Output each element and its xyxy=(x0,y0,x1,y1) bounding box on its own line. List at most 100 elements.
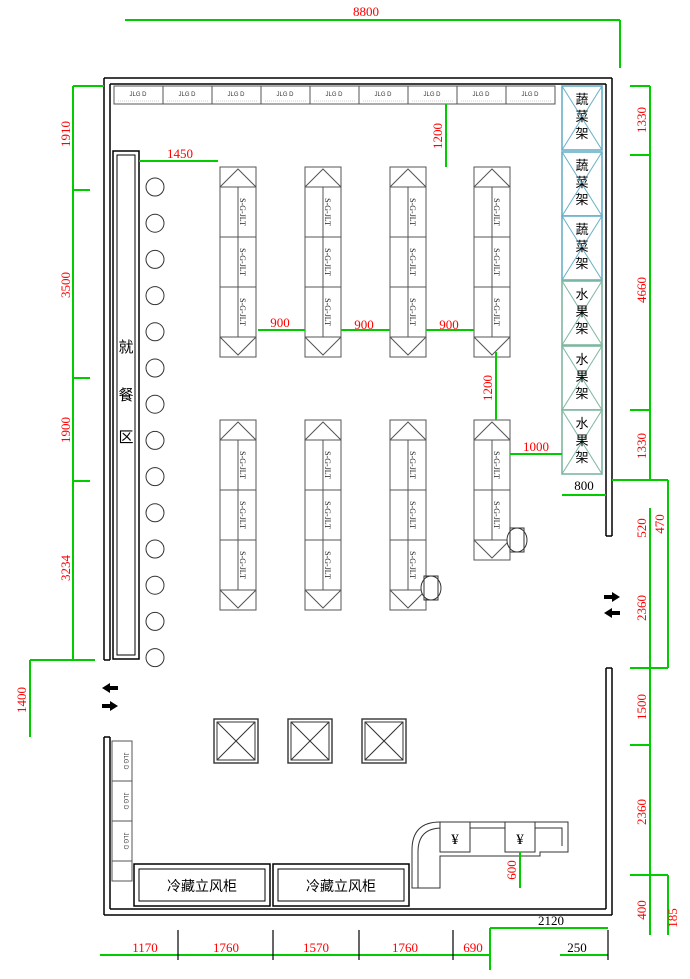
gondola-label: S-G-JLT xyxy=(492,248,501,276)
gondola-label: S-G-JLT xyxy=(408,248,417,276)
entrance-arrows-left xyxy=(102,683,118,711)
gondola-unit: S-G-JLT S-G-JLT S-G-JLT xyxy=(473,166,511,358)
gondola-label: S-G-JLT xyxy=(238,501,247,529)
top-shelf-label: JLG D xyxy=(178,92,196,98)
dim-right-10: 185 xyxy=(665,908,680,928)
stool xyxy=(145,575,165,595)
left-shelf-label: JLG D xyxy=(122,832,128,850)
dimension-labels: 8800 1910 3500 1900 3234 1400 1330 4660 … xyxy=(14,4,680,955)
fruit-rack: 水果架 xyxy=(561,345,603,411)
rack-label-char: 水 xyxy=(575,352,588,367)
vegetable-rack: 蔬菜架 xyxy=(561,85,603,151)
dim-right-7: 1500 xyxy=(634,694,649,720)
top-shelf-unit: JLG D xyxy=(260,85,311,105)
gondola-label: S-G-JLT xyxy=(408,501,417,529)
dining-stools xyxy=(145,177,165,668)
left-shelf-label: JLG D xyxy=(122,792,128,810)
fruit-rack: 水果架 xyxy=(561,409,603,475)
rack-label-char: 架 xyxy=(575,256,588,271)
dimension-lines xyxy=(29,19,669,970)
dim-inner-1200-mid: 1200 xyxy=(480,375,495,401)
cashier-counter: ¥ ¥ xyxy=(411,821,569,889)
gondola-label: S-G-JLT xyxy=(323,551,332,579)
dim-bottom-7: 250 xyxy=(567,940,587,955)
dim-inner-1000: 1000 xyxy=(523,439,549,454)
stool xyxy=(145,539,165,559)
top-shelf-label: JLG D xyxy=(423,92,441,98)
gondola-label: S-G-JLT xyxy=(323,501,332,529)
dim-inner-900-1: 900 xyxy=(270,315,290,330)
dining-area-label-3: 区 xyxy=(118,430,133,446)
gondola-label: S-G-JLT xyxy=(492,198,501,226)
dim-top: 8800 xyxy=(353,4,379,19)
dim-right-4: 520 xyxy=(634,518,649,538)
top-shelf-label: JLG D xyxy=(325,92,343,98)
rack-label-char: 水 xyxy=(575,416,588,431)
rack-label-char: 蔬 xyxy=(575,222,588,237)
dim-left-1: 1910 xyxy=(58,121,73,147)
gondola-label: S-G-JLT xyxy=(238,248,247,276)
stool xyxy=(145,394,165,414)
top-shelf-label: JLG D xyxy=(521,92,539,98)
dim-bottom-1: 1170 xyxy=(132,940,158,955)
top-shelf-unit: JLG D xyxy=(358,85,409,105)
rack-label-char: 架 xyxy=(575,386,588,401)
rack-label-char: 菜 xyxy=(575,239,588,254)
dim-bottom-3: 1570 xyxy=(303,940,329,955)
left-shelf-label: JLG D xyxy=(122,752,128,770)
gondola-label: S-G-JLT xyxy=(323,451,332,479)
rack-label-char: 果 xyxy=(575,304,588,319)
dining-counter: 就 餐 区 xyxy=(112,150,140,660)
top-shelf-unit: JLG D xyxy=(162,85,213,105)
gondola-unit: S-G-JLT S-G-JLT S-G-JLT xyxy=(219,419,257,611)
dining-area-label-1: 就 xyxy=(118,339,133,356)
dim-left-3: 1900 xyxy=(58,417,73,443)
dining-area-label-2: 餐 xyxy=(118,387,133,404)
top-shelf-label: JLG D xyxy=(129,92,147,98)
top-shelf-unit: JLG D xyxy=(505,85,556,105)
rack-label-char: 架 xyxy=(575,450,588,465)
outer-walls xyxy=(103,77,613,916)
top-shelf-label: JLG D xyxy=(472,92,490,98)
rack-label-char: 架 xyxy=(575,126,588,141)
vegetable-rack: 蔬菜架 xyxy=(561,215,603,281)
top-shelf-unit: JLG D xyxy=(211,85,262,105)
top-shelf-unit: JLG D xyxy=(309,85,360,105)
vegetable-rack: 蔬菜架 xyxy=(561,151,603,217)
stool xyxy=(145,358,165,378)
dim-inner-1200-top: 1200 xyxy=(430,123,445,149)
stool xyxy=(145,286,165,306)
gondola-label: S-G-JLT xyxy=(238,551,247,579)
gondola-label: S-G-JLT xyxy=(238,451,247,479)
stool xyxy=(145,249,165,269)
gondola-label: S-G-JLT xyxy=(323,298,332,326)
rack-label-char: 水 xyxy=(575,287,588,302)
dim-right-1: 1330 xyxy=(634,107,649,133)
fridge-label-1: 冷藏立风柜 xyxy=(167,879,237,895)
left-wall-shelves: JLG D JLG D JLG D xyxy=(111,740,133,882)
gondola-label: S-G-JLT xyxy=(408,451,417,479)
dim-right-6: 2360 xyxy=(634,595,649,621)
gondola-label: S-G-JLT xyxy=(492,298,501,326)
stool xyxy=(145,467,165,487)
rack-label-char: 果 xyxy=(575,433,588,448)
left-shelf-unit: JLG D xyxy=(111,740,133,782)
stool xyxy=(145,503,165,523)
top-shelf-unit: JLG D xyxy=(407,85,458,105)
rack-label-char: 菜 xyxy=(575,175,588,190)
cashier-mark-1: ¥ xyxy=(451,832,459,848)
fruit-rack: 水果架 xyxy=(561,280,603,346)
dim-inner-600: 600 xyxy=(504,860,519,880)
dim-left-5: 1400 xyxy=(14,687,29,713)
rack-label-char: 菜 xyxy=(575,109,588,124)
stool xyxy=(145,430,165,450)
fridge-cabinet-2: 冷藏立风柜 xyxy=(272,863,410,907)
gondola-label: S-G-JLT xyxy=(238,198,247,226)
rack-label-char: 架 xyxy=(575,192,588,207)
gondola-label: S-G-JLT xyxy=(492,501,501,529)
